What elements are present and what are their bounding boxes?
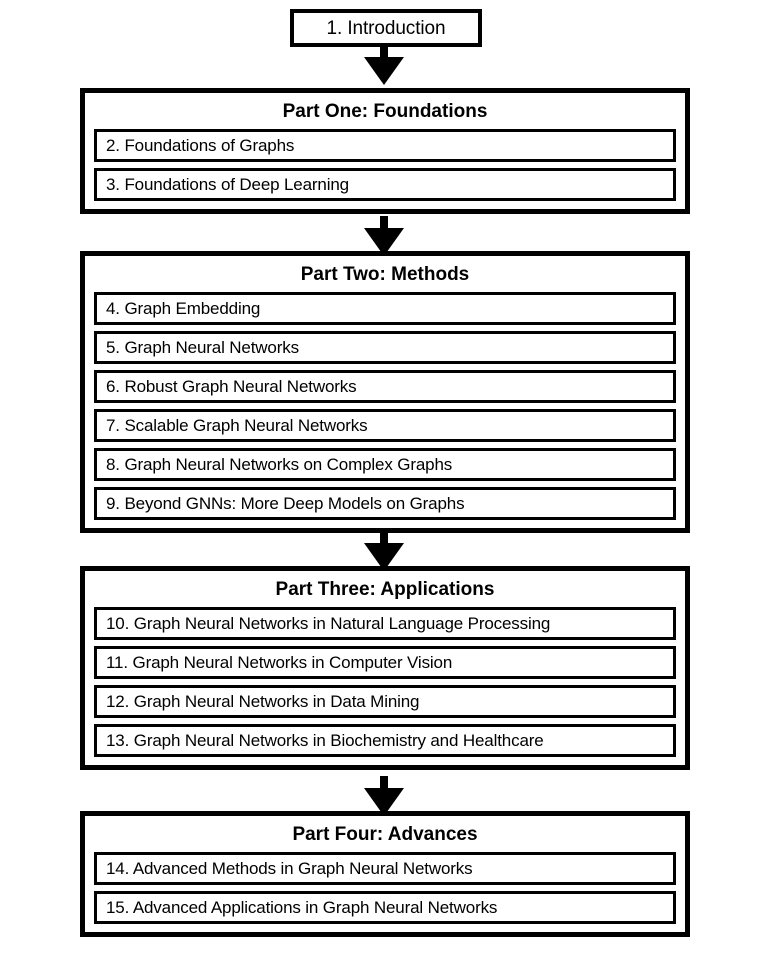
chapter-label: 8. Graph Neural Networks on Complex Grap… — [106, 455, 453, 474]
chapter-box: 6. Robust Graph Neural Networks — [94, 370, 676, 403]
node-introduction: 1. Introduction — [290, 9, 482, 47]
chapter-box: 8. Graph Neural Networks on Complex Grap… — [94, 448, 676, 481]
chapter-box: 13. Graph Neural Networks in Biochemistr… — [94, 724, 676, 757]
chapter-box: 10. Graph Neural Networks in Natural Lan… — [94, 607, 676, 640]
chapter-label: 15. Advanced Applications in Graph Neura… — [106, 898, 498, 917]
part-box-part-two: Part Two: Methods 4. Graph Embedding 5. Gr… — [80, 251, 690, 533]
chapter-label: 13. Graph Neural Networks in Biochemistr… — [106, 731, 544, 750]
chapter-list-part-four: 14. Advanced Methods in Graph Neural Net… — [85, 852, 685, 932]
chapter-box: 5. Graph Neural Networks — [94, 331, 676, 364]
chapter-box: 11. Graph Neural Networks in Computer Vi… — [94, 646, 676, 679]
chapter-label: 6. Robust Graph Neural Networks — [106, 377, 357, 396]
part-title-part-three: Part Three: Applications — [275, 579, 495, 600]
chapter-label: 7. Scalable Graph Neural Networks — [106, 416, 368, 435]
part-box-part-one: Part One: Foundations 2. Foundations of G… — [80, 88, 690, 214]
chapter-list-part-two: 4. Graph Embedding 5. Graph Neural Networ… — [85, 292, 685, 528]
chapter-box: 3. Foundations of Deep Learning — [94, 168, 676, 201]
chapter-label: 4. Graph Embedding — [106, 299, 261, 318]
part-title-part-four: Part Four: Advances — [292, 824, 478, 845]
part-title-part-one: Part One: Foundations — [282, 101, 488, 122]
chapter-label: 9. Beyond GNNs: More Deep Models on Grap… — [106, 494, 465, 513]
chapter-box: 12. Graph Neural Networks in Data Mining — [94, 685, 676, 718]
chapter-box: 9. Beyond GNNs: More Deep Models on Grap… — [94, 487, 676, 520]
node-introduction-label: 1. Introduction — [326, 17, 446, 39]
chapter-label: 5. Graph Neural Networks — [106, 338, 299, 357]
arrow-part-two-to-part-three — [362, 531, 406, 575]
chapter-label: 14. Advanced Methods in Graph Neural Net… — [106, 859, 473, 878]
chapter-box: 4. Graph Embedding — [94, 292, 676, 325]
arrow-intro-to-part-one — [362, 45, 406, 89]
chapter-label: 2. Foundations of Graphs — [106, 136, 295, 155]
chapter-box: 14. Advanced Methods in Graph Neural Net… — [94, 852, 676, 885]
chapter-list-part-three: 10. Graph Neural Networks in Natural Lan… — [85, 607, 685, 765]
chapter-box: 7. Scalable Graph Neural Networks — [94, 409, 676, 442]
chapter-box: 2. Foundations of Graphs — [94, 129, 676, 162]
chapter-label: 11. Graph Neural Networks in Computer Vi… — [106, 653, 453, 672]
part-title-part-two: Part Two: Methods — [300, 264, 470, 285]
part-box-part-three: Part Three: Applications 10. Graph Neural… — [80, 566, 690, 770]
chapter-list-part-one: 2. Foundations of Graphs 3. Foundations o… — [85, 129, 685, 209]
arrow-part-three-to-part-four — [362, 776, 406, 820]
part-box-part-four: Part Four: Advances 14. Advanced Methods … — [80, 811, 690, 937]
arrow-part-one-to-part-two — [362, 216, 406, 260]
chapter-label: 3. Foundations of Deep Learning — [106, 175, 349, 194]
chapter-label: 12. Graph Neural Networks in Data Mining — [106, 692, 420, 711]
chapter-box: 15. Advanced Applications in Graph Neura… — [94, 891, 676, 924]
chapter-label: 10. Graph Neural Networks in Natural Lan… — [106, 614, 551, 633]
